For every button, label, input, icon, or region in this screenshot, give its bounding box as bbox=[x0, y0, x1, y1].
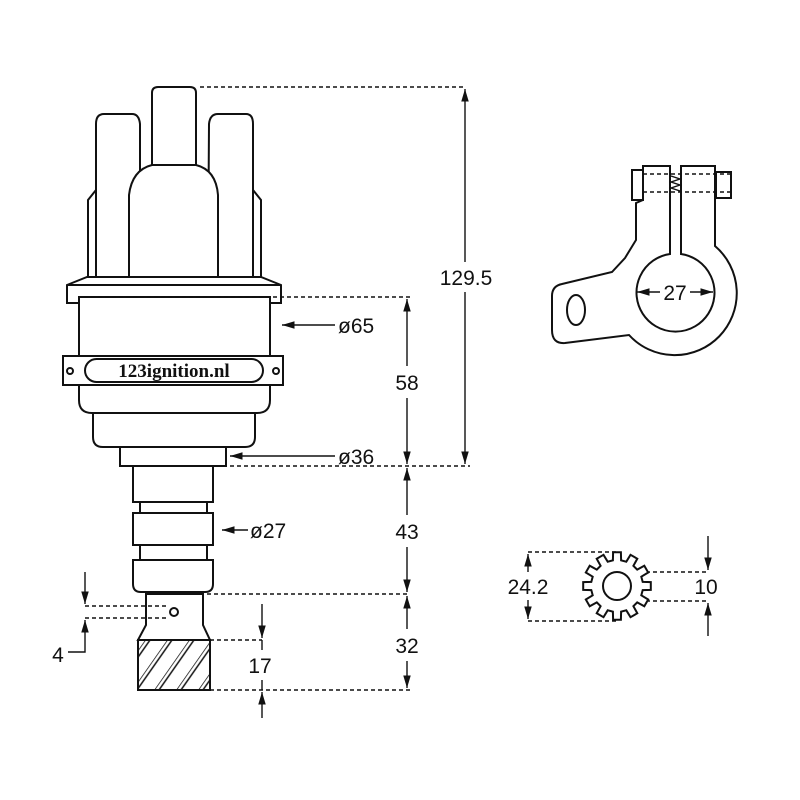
gear-outer-label: 24.2 bbox=[508, 576, 549, 599]
shaft-length-label: 43 bbox=[395, 521, 418, 544]
brand-label: 123ignition.nl bbox=[118, 361, 229, 382]
drive-length-label: 32 bbox=[395, 635, 418, 658]
gear-drawing: 24.2 10 bbox=[508, 536, 718, 636]
extension-lines bbox=[84, 86, 470, 691]
drive-gear-hatch bbox=[137, 639, 211, 691]
shaft-diameter-label: ø27 bbox=[250, 520, 286, 543]
collar-diameter-label: ø36 bbox=[338, 446, 374, 469]
pin-offset-label: 4 bbox=[52, 644, 64, 667]
gear-bore bbox=[602, 571, 632, 601]
distributor-body: 123ignition.nl bbox=[62, 296, 284, 467]
overall-height-label: 129.5 bbox=[440, 267, 493, 290]
distributor-shaft bbox=[132, 465, 214, 691]
distributor-cap bbox=[66, 86, 282, 304]
clamp-bore-label: 27 bbox=[663, 282, 686, 305]
gear-length-label: 17 bbox=[248, 655, 271, 678]
gear-bore-label: 10 bbox=[694, 576, 717, 599]
body-diameter-label: ø65 bbox=[338, 315, 374, 338]
clamp-drawing: 27 bbox=[551, 165, 738, 357]
dimension-lines bbox=[68, 89, 469, 718]
body-height-label: 58 bbox=[395, 372, 418, 395]
